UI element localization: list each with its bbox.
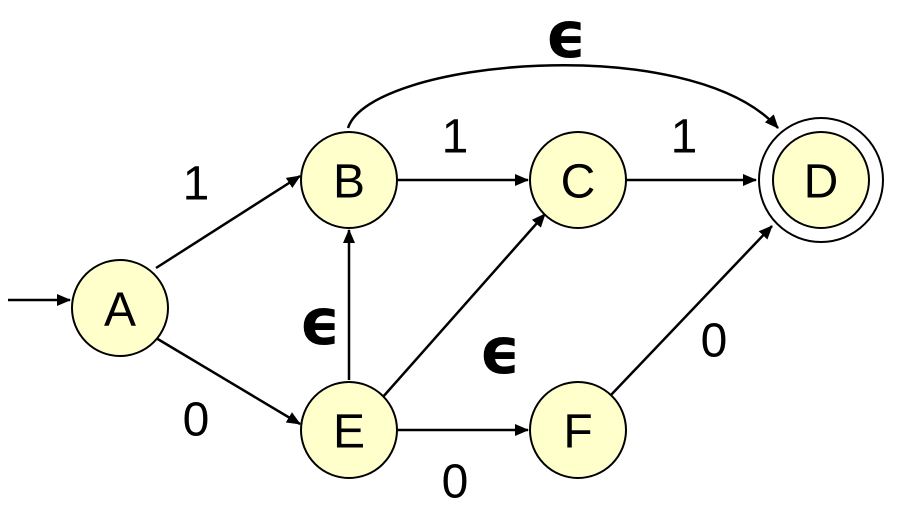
state-A: A: [71, 259, 169, 357]
state-E: E: [300, 381, 398, 479]
state-D: D: [758, 117, 884, 243]
label-E-C: ϵ: [479, 315, 520, 389]
state-F: F: [529, 381, 627, 479]
state-F-label: F: [563, 406, 592, 459]
state-C-label: C: [561, 156, 596, 209]
label-B-C: 1: [442, 111, 469, 164]
state-B-label: B: [333, 156, 365, 209]
state-A-label: A: [104, 284, 136, 337]
edge-F-D: [609, 225, 773, 397]
state-E-label: E: [333, 406, 365, 459]
state-C: C: [529, 131, 627, 229]
edge-E-C: [381, 213, 546, 399]
edge-B-D: [346, 64, 779, 129]
label-E-B: ϵ: [299, 286, 340, 360]
edge-A-B: [155, 174, 301, 270]
label-B-D: ϵ: [545, 0, 586, 73]
label-C-D: 1: [671, 111, 698, 164]
final-state-ring: [758, 117, 884, 243]
state-B: B: [300, 131, 398, 229]
state-D-label: D: [804, 156, 839, 209]
label-A-B: 1: [183, 158, 210, 211]
label-A-E: 0: [183, 394, 210, 447]
edge-A-E: [155, 336, 301, 426]
label-E-F: 0: [442, 456, 469, 509]
label-F-D: 0: [701, 315, 728, 368]
